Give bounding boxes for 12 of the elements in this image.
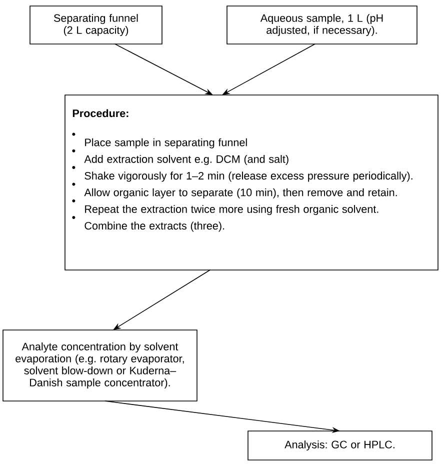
procedure-box [64,94,438,270]
process-box: Aqueous sample, 1 L (pH adjusted, if necessary). [226,6,418,44]
list-item: Allow organic layer to separate (10 min), then remove and retain. [72,182,397,198]
process-box: Separating funnel (2 L capacity) [30,6,162,44]
list-item: Add extraction solvent e.g. DCM (and salt) [72,149,288,166]
process-box: Analyte concentration by solvent evaporation (e.g. rotary evaporator, solvent blow-down or Kuderna–Danish sample concentrator). [2,330,198,402]
list-item: Repeat the extraction twice more using fresh organic solvent. [72,199,378,216]
heading: Procedure: [72,109,128,118]
process-box: Analysis: GC or HPLC. [248,430,432,460]
list-item: Shake vigorously for 1–2 min (release excess pressure periodically). [72,166,412,182]
list-item: Combine the extracts (three). [72,216,224,232]
list-item: Place sample in separating funnel [72,132,247,148]
